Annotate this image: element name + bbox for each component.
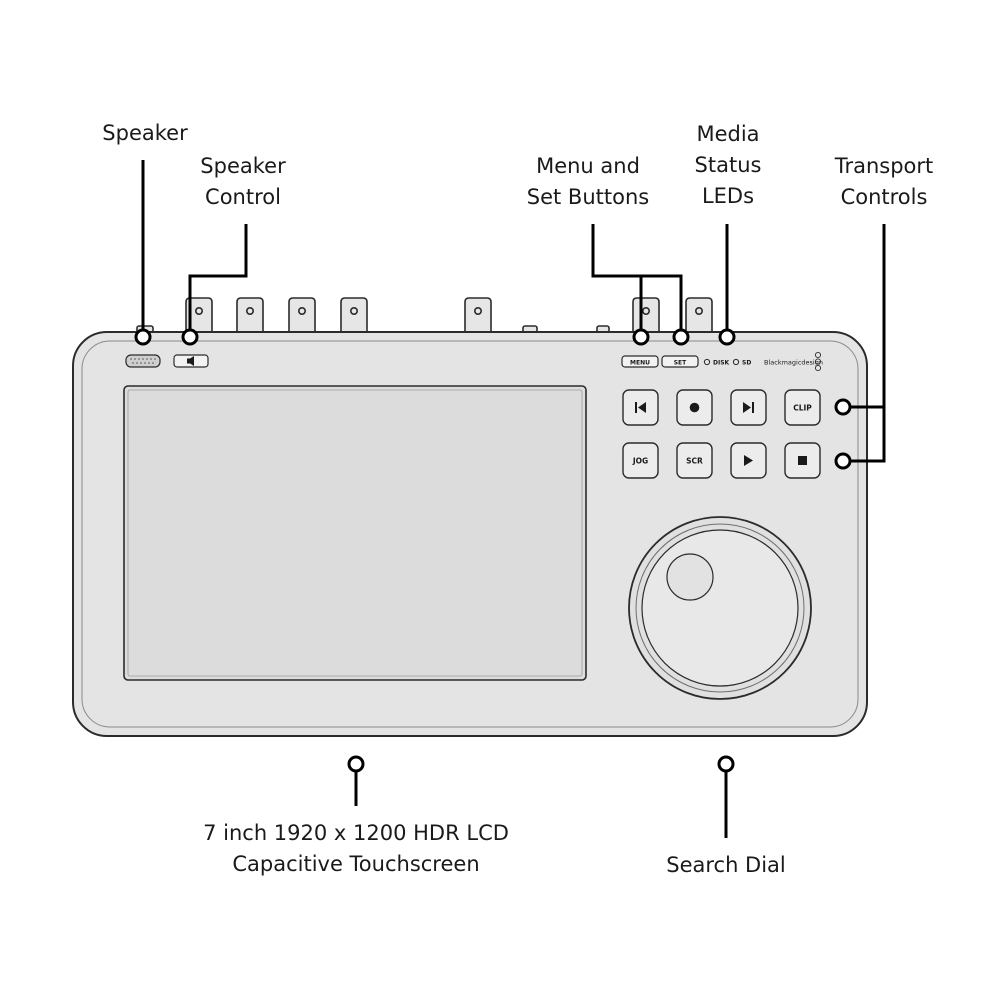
transport-dot-top [834, 398, 852, 416]
transport-button-skip-forward[interactable] [730, 389, 767, 426]
media-status-leds: DISK SD [703, 358, 751, 367]
speaker-control-leader-line [188, 224, 248, 330]
jog-button-label: JOG [632, 457, 648, 466]
touchscreen-dot [347, 755, 365, 773]
search-dial-label-line: Search Dial [666, 853, 786, 877]
speaker-control-label-line-2: Control [205, 185, 281, 209]
connector [685, 297, 713, 332]
touchscreen-label: 7 inch 1920 x 1200 HDR LCD Capacitive To… [176, 818, 536, 880]
transport-label-line-2: Controls [840, 185, 928, 209]
transport-button-skip-back[interactable] [622, 389, 659, 426]
transport-button-jog[interactable]: JOG [622, 442, 659, 479]
menu-button-label: MENU [630, 360, 650, 367]
menu-button[interactable]: MENU [621, 355, 659, 368]
touchscreen[interactable] [123, 385, 587, 681]
brand-logo-mark [814, 351, 822, 372]
search-dial-label: Search Dial [636, 850, 816, 881]
menu-set-label: Menu and Set Buttons [498, 151, 678, 213]
speaker-label-line: Speaker [102, 121, 188, 145]
connector [340, 297, 368, 332]
transport-button-clip[interactable]: CLIP [784, 389, 821, 426]
callout-lines [141, 160, 886, 838]
scr-button-label: SCR [686, 457, 703, 466]
set-button[interactable]: SET [661, 355, 699, 368]
speaker-control-button[interactable] [173, 354, 209, 368]
transport-label: Transport Controls [808, 151, 960, 213]
speaker-label: Speaker [80, 118, 210, 149]
play-icon [744, 455, 753, 466]
speaker-icon [187, 356, 194, 366]
search-dial-dot [717, 755, 735, 773]
dial-finger-dimple [666, 553, 714, 601]
touchscreen-inner [127, 389, 583, 677]
transport-button-stop[interactable] [784, 442, 821, 479]
touchscreen-label-line-2: Capacitive Touchscreen [232, 852, 480, 876]
callout-dots [134, 328, 852, 773]
speaker-control-dot [181, 328, 199, 346]
transport-button-play[interactable] [730, 442, 767, 479]
search-dial[interactable] [628, 516, 812, 700]
transport-label-line-1: Transport [834, 154, 934, 178]
connector [288, 297, 316, 332]
record-icon [689, 402, 700, 413]
media-status-label-line-2: Status [694, 153, 762, 177]
menu-set-label-line-1: Menu and [536, 154, 640, 178]
media-status-label-line-1: Media [696, 122, 760, 146]
stop-icon [798, 456, 807, 465]
transport-dot-bottom [834, 452, 852, 470]
transport-button-scr[interactable]: SCR [676, 442, 713, 479]
skip-forward-icon [743, 402, 754, 413]
device-face [81, 340, 859, 728]
speaker-dot [134, 328, 152, 346]
connector [632, 297, 660, 332]
speaker-control-label: Speaker Control [163, 151, 323, 213]
speaker-control-label-line-1: Speaker [200, 154, 286, 178]
set-button-label: SET [674, 360, 687, 367]
connector [236, 297, 264, 332]
connector [185, 297, 213, 332]
clip-button-label: CLIP [793, 404, 812, 413]
skip-back-icon [635, 402, 646, 413]
connector [464, 297, 492, 332]
sd-led [732, 358, 740, 366]
menu-dot [632, 328, 650, 346]
media-status-label-line-3: LEDs [701, 184, 755, 208]
disk-led-label: DISK [713, 360, 730, 367]
menu-set-label-line-2: Set Buttons [526, 185, 650, 209]
speaker-grille-dots [130, 358, 156, 364]
touchscreen-label-line-1: 7 inch 1920 x 1200 HDR LCD [203, 821, 509, 845]
sd-led-label: SD [742, 360, 751, 367]
media-status-dot [718, 328, 736, 346]
set-dot [672, 328, 690, 346]
menu-set-leader-line [591, 224, 683, 330]
rear-connectors [136, 297, 713, 334]
transport-leader-line [850, 224, 886, 463]
disk-led [703, 358, 711, 366]
transport-button-record[interactable] [676, 389, 713, 426]
brand-logo-text: Blackmagicdesign [764, 359, 823, 367]
media-status-label: Media Status LEDs [668, 119, 788, 212]
speaker-grille [125, 354, 161, 368]
